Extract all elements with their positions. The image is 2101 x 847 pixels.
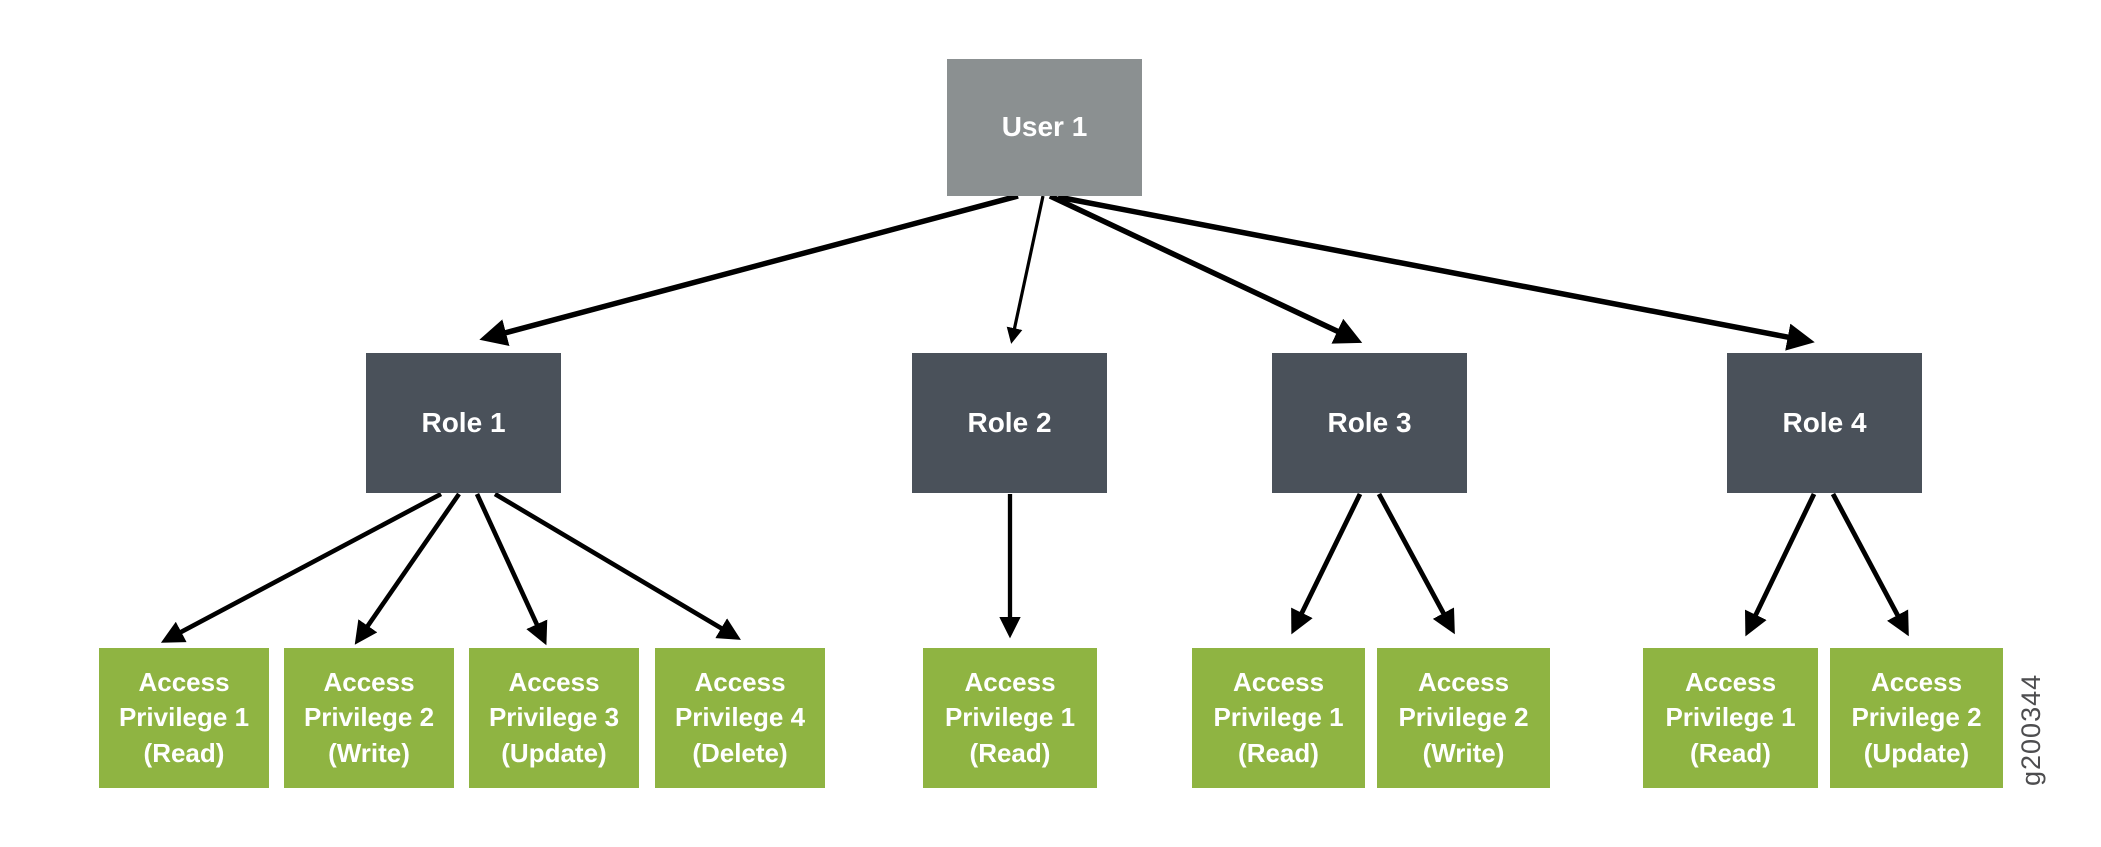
arrow-user-to-role4 <box>1057 194 1815 351</box>
privilege-node-label: Access Privilege 2 (Update) <box>1851 666 1982 768</box>
arrow-role4-to-priv2 <box>1830 492 1909 637</box>
privilege-node-label: Access Privilege 2 (Write) <box>303 666 435 768</box>
privilege-node-role1-delete: Access Privilege 4 (Delete) <box>655 648 825 788</box>
privilege-node-role1-write: Access Privilege 2 (Write) <box>284 648 454 788</box>
arrow-user-to-role1 <box>479 193 1019 346</box>
arrow-role1-to-priv3 <box>474 493 548 646</box>
privilege-node-role1-update: Access Privilege 3 (Update) <box>469 648 639 788</box>
privilege-node-label: Access Privilege 1 (Read) <box>944 666 1076 768</box>
role-node-label: Role 4 <box>1782 406 1867 438</box>
privilege-node-role1-read: Access Privilege 1 (Read) <box>99 648 269 788</box>
arrow-role3-to-priv2 <box>1376 492 1455 635</box>
privilege-node-label: Access Privilege 3 (Update) <box>488 666 620 768</box>
privilege-node-role2-read: Access Privilege 1 (Read) <box>923 648 1097 788</box>
arrow-role1-to-priv2 <box>354 492 461 645</box>
arrow-user-to-role2 <box>1006 195 1045 344</box>
user-node: User 1 <box>947 59 1142 196</box>
role-node-label: Role 1 <box>421 406 506 438</box>
arrow-role3-to-priv1 <box>1291 492 1363 635</box>
role-node-2: Role 2 <box>912 353 1107 493</box>
figure-id-watermark: g200344 <box>2016 673 2046 786</box>
privilege-node-role4-update: Access Privilege 2 (Update) <box>1830 648 2003 788</box>
privilege-node-label: Access Privilege 1 (Read) <box>118 666 250 768</box>
role-node-4: Role 4 <box>1727 353 1922 493</box>
privilege-node-role3-read: Access Privilege 1 (Read) <box>1192 648 1365 788</box>
role-node-1: Role 1 <box>366 353 561 493</box>
user-node-label: User 1 <box>1001 111 1088 143</box>
privilege-node-label: Access Privilege 2 (Write) <box>1398 666 1529 768</box>
privilege-node-label: Access Privilege 1 (Read) <box>1213 666 1344 768</box>
arrow-user-to-role3 <box>1048 193 1363 344</box>
arrow-role1-to-priv4 <box>493 492 741 640</box>
role-node-label: Role 3 <box>1327 406 1412 438</box>
arrow-role1-to-priv1 <box>160 491 443 643</box>
role-node-label: Role 2 <box>967 406 1052 438</box>
privilege-node-role3-write: Access Privilege 2 (Write) <box>1377 648 1550 788</box>
privilege-node-label: Access Privilege 4 (Delete) <box>674 666 806 768</box>
privilege-node-label: Access Privilege 1 (Read) <box>1665 666 1796 768</box>
arrow-role4-to-priv1 <box>1745 492 1817 637</box>
role-node-3: Role 3 <box>1272 353 1467 493</box>
privilege-node-role4-read: Access Privilege 1 (Read) <box>1643 648 1818 788</box>
